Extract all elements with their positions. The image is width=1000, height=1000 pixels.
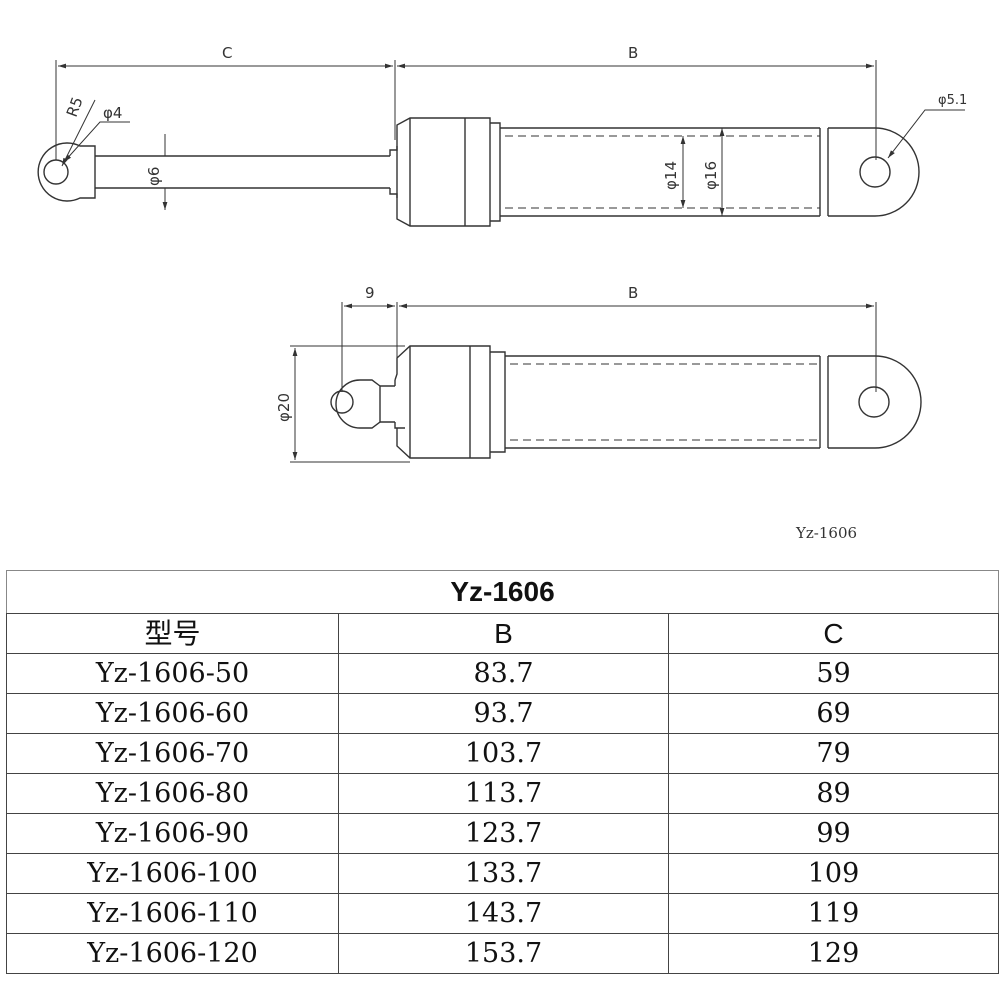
inner-diameter-label: φ14: [662, 161, 680, 190]
table-row: Yz-1606-100 133.7 109: [6, 853, 1000, 894]
piston-rod: [95, 155, 390, 189]
cell-c: 129: [667, 933, 1000, 974]
view2-labels: 9 B φ20: [275, 284, 638, 422]
cell-b: 93.7: [338, 693, 669, 734]
table-row: Yz-1606-110 143.7 119: [6, 893, 1000, 934]
table-row: Yz-1606-80 113.7 89: [6, 773, 1000, 814]
cell-c: 119: [667, 893, 1000, 934]
cell-b: 83.7: [338, 653, 669, 694]
rod-end-hole: [43, 159, 69, 185]
cell-c: 109: [667, 853, 1000, 894]
table-header-row: 型号 B C: [6, 613, 1000, 654]
table-title-row: Yz-1606: [5, 570, 1000, 614]
cell-model: Yz-1606-80: [6, 773, 339, 814]
cylinder-tube: [500, 127, 820, 217]
body-diameter-label: φ20: [275, 393, 293, 422]
radius-label: R5: [63, 94, 87, 119]
rod-seal: [389, 146, 398, 198]
cell-b: 133.7: [338, 853, 669, 894]
cell-c: 79: [667, 733, 1000, 774]
rod-end-hole-2: [330, 390, 354, 414]
cell-model: Yz-1606-90: [6, 813, 339, 854]
collar-step: [490, 122, 501, 222]
header-model: 型号: [6, 613, 339, 654]
cell-model: Yz-1606-110: [6, 893, 339, 934]
table-row: Yz-1606-120 153.7 129: [6, 933, 1000, 974]
end-eye-hole-2: [858, 386, 890, 418]
table-row: Yz-1606-90 123.7 99: [6, 813, 1000, 854]
cell-model: Yz-1606-60: [6, 693, 339, 734]
body-collar-2: [394, 345, 491, 459]
model-label: Yz-1606: [795, 524, 857, 542]
dim-label-b-2: B: [628, 284, 638, 302]
collar-step-2: [490, 351, 506, 453]
cell-model: Yz-1606-100: [6, 853, 339, 894]
cell-c: 59: [667, 653, 1000, 694]
dim-label-c: C: [222, 44, 232, 62]
dim-label-b: B: [628, 44, 638, 62]
cell-b: 113.7: [338, 773, 669, 814]
cell-c: 69: [667, 693, 1000, 734]
end-eye-hole: [859, 156, 891, 188]
cell-b: 143.7: [338, 893, 669, 934]
cell-c: 99: [667, 813, 1000, 854]
cell-c: 89: [667, 773, 1000, 814]
end-hole-diameter-label: φ5.1: [938, 93, 967, 108]
body-collar: [396, 117, 491, 227]
cylinder-tube-2: [505, 355, 820, 449]
table-title: Yz-1606: [5, 570, 1000, 614]
cell-b: 123.7: [338, 813, 669, 854]
header-c: C: [667, 613, 1000, 654]
dim-label-9: 9: [365, 284, 375, 302]
hole-diameter-label: φ4: [103, 104, 122, 122]
spec-table: Yz-1606 型号 B C Yz-1606-50 83.7 59 Yz-160…: [5, 570, 1000, 974]
rod-end-eye-2: [335, 379, 381, 429]
view1-labels: C B R5 φ4 φ6 φ14 φ16 φ5.1: [63, 44, 967, 190]
gas-spring-drawing: C B R5 φ4 φ6 φ14 φ16 φ5.1 9 B φ20 Yz-160…: [37, 44, 967, 542]
cell-b: 103.7: [338, 733, 669, 774]
rod-stub: [380, 385, 395, 423]
view1-dimensions: [55, 60, 965, 216]
cell-b: 153.7: [338, 933, 669, 974]
end-eye-2: [828, 355, 922, 449]
view2-dimensions: [290, 302, 877, 463]
cell-model: Yz-1606-50: [6, 653, 339, 694]
table-row: Yz-1606-60 93.7 69: [6, 693, 1000, 734]
end-eye: [828, 127, 920, 217]
tube-diameter-label: φ16: [702, 161, 720, 190]
header-b: B: [338, 613, 669, 654]
end-cap-2: [819, 356, 829, 448]
extended-view: [37, 117, 920, 227]
compressed-view: [330, 345, 922, 459]
table-row: Yz-1606-50 83.7 59: [6, 653, 1000, 694]
rod-diameter-label: φ6: [145, 167, 163, 186]
end-cap: [819, 128, 829, 216]
table-row: Yz-1606-70 103.7 79: [6, 733, 1000, 774]
rod-end-eye: [37, 142, 96, 202]
cell-model: Yz-1606-120: [6, 933, 339, 974]
cell-model: Yz-1606-70: [6, 733, 339, 774]
